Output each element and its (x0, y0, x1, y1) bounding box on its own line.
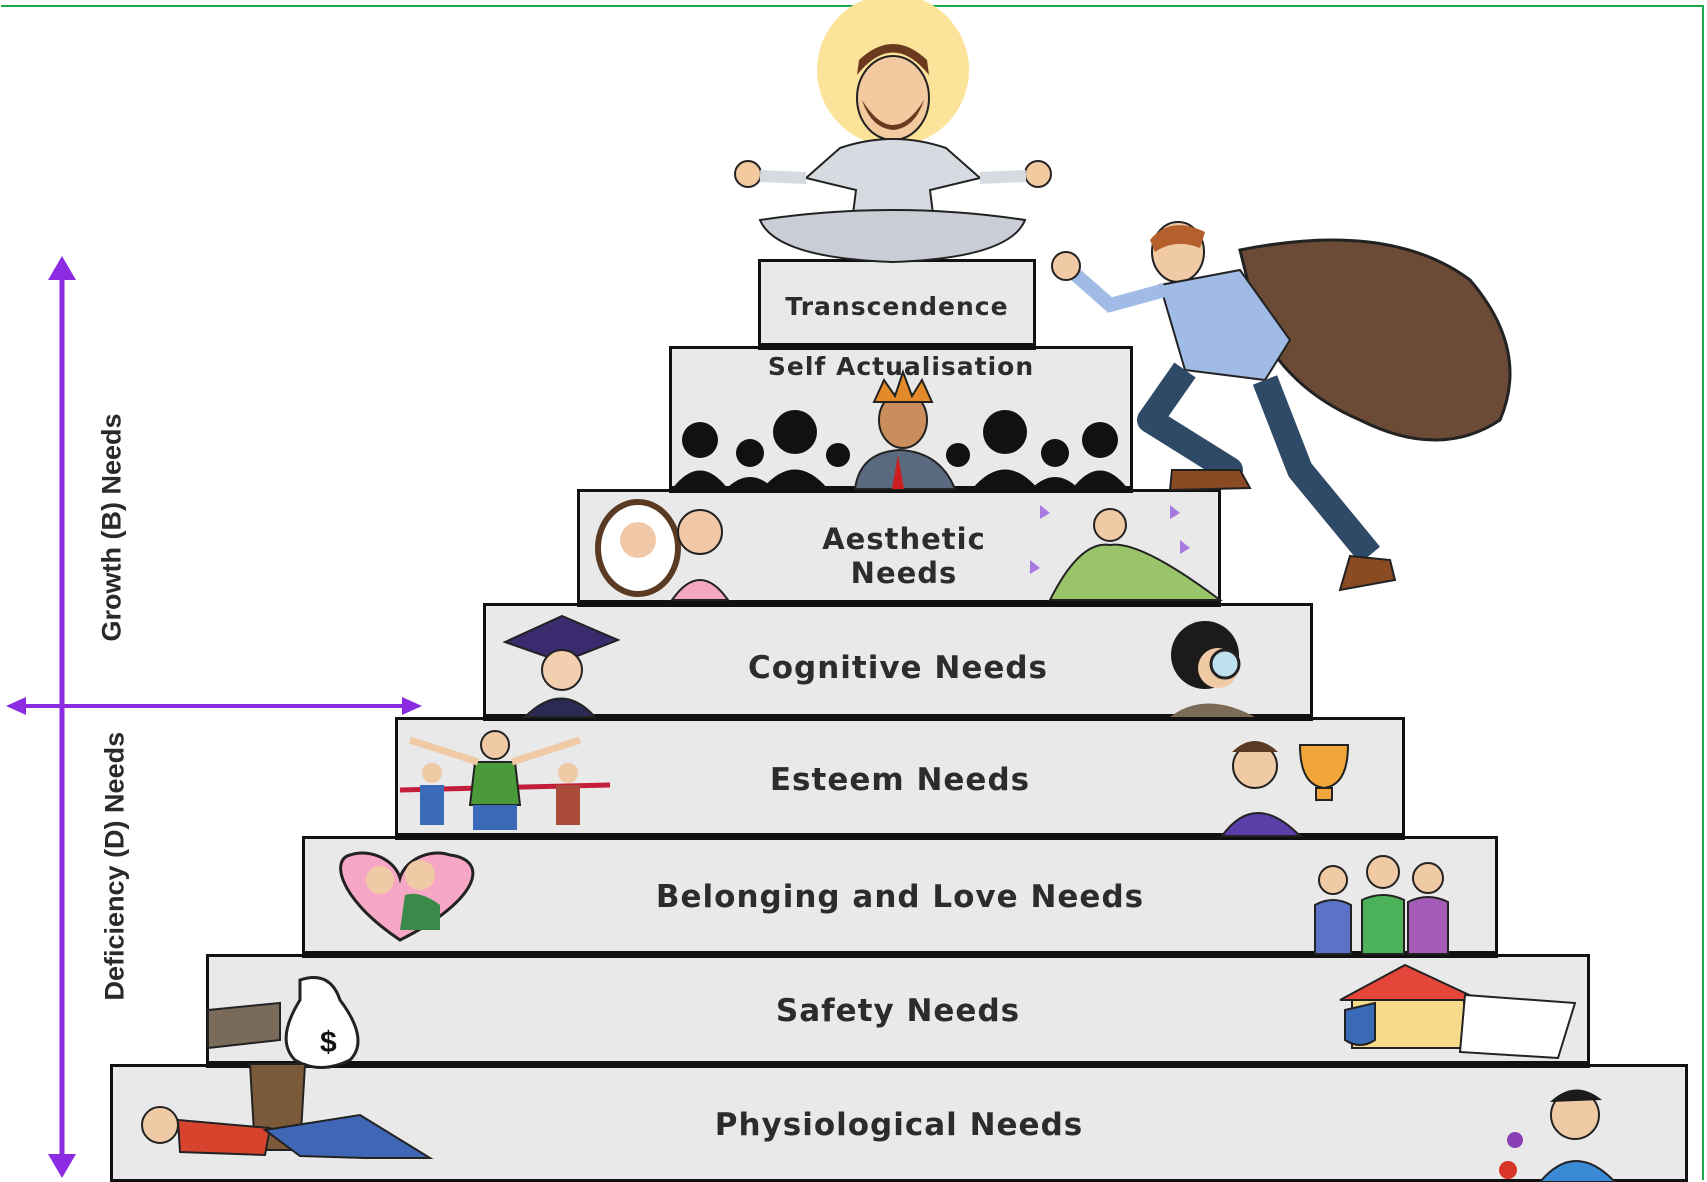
level-safety: Safety Needs (206, 954, 1590, 1064)
svg-text:$: $ (320, 1026, 337, 1059)
mirror-icon (595, 499, 730, 601)
level-transcendence: Transcendence (758, 259, 1036, 346)
level-label: Aesthetic Needs (822, 522, 986, 590)
level-label: Esteem Needs (769, 762, 1031, 798)
divider-arrow (6, 697, 422, 715)
arrow-right-icon (402, 697, 422, 715)
arrow-left-icon (6, 697, 26, 715)
climbing-man-icon (1051, 221, 1512, 592)
level-label: Physiological Needs (714, 1107, 1084, 1143)
arrow-down-icon (48, 1154, 76, 1178)
crowned-man-icon (672, 369, 1128, 490)
race-winner-icon (399, 730, 611, 830)
butterfly-woman-icon (1030, 505, 1224, 601)
eating-boy-icon (1499, 1089, 1617, 1182)
sleeping-man-icon (141, 1063, 434, 1159)
level-label: Safety Needs (775, 993, 1021, 1029)
meditating-man-icon (734, 0, 1052, 264)
level-label: Belonging and Love Needs (655, 879, 1145, 915)
level-label: Transcendence (785, 292, 1009, 321)
magnifier-boy-icon (1170, 621, 1255, 717)
money-bag-icon: $ (207, 976, 360, 1069)
house-insurance-icon (1339, 963, 1577, 1060)
graduate-icon (502, 614, 621, 718)
level-label: Self Actualisation (767, 352, 1035, 381)
growth-needs-label: Growth (B) Needs (96, 413, 127, 642)
heart-couple-icon (339, 851, 475, 942)
friends-icon (1314, 855, 1449, 955)
trophy-boy-icon (1220, 741, 1350, 837)
level-label: Cognitive Needs (747, 650, 1049, 686)
arrow-up-icon (48, 256, 76, 280)
level-belonging: Belonging and Love Needs (302, 836, 1498, 954)
needs-axis-arrow (48, 256, 76, 1178)
deficiency-needs-label: Deficiency (D) Needs (99, 731, 130, 1001)
